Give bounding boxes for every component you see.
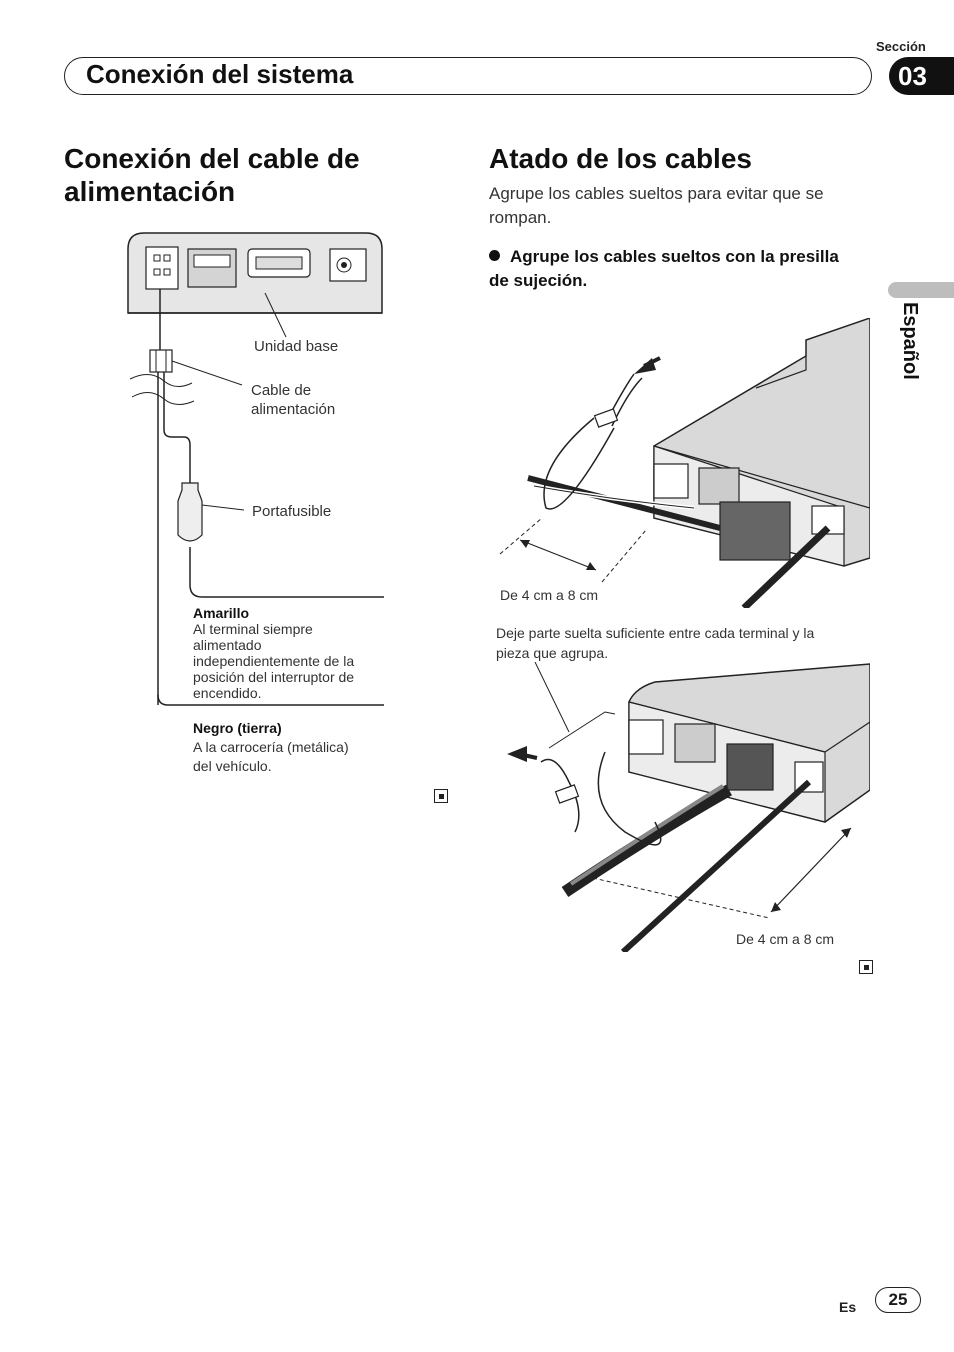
slack-note-line-1: Deje parte suelta suficiente entre cada … xyxy=(496,625,815,641)
bundling-instruction: Agrupe los cables sueltos con la presill… xyxy=(489,245,879,293)
yellow-desc-line-5: encendido. xyxy=(193,685,262,701)
end-of-section-mark xyxy=(434,789,448,803)
intro-line-2: rompan. xyxy=(489,208,552,227)
yellow-desc-line-1: Al terminal siempre xyxy=(193,621,313,637)
yellow-desc-line-4: posición del interruptor de xyxy=(193,669,355,685)
bundling-intro: Agrupe los cables sueltos para evitar qu… xyxy=(489,182,869,230)
distance-label-lower: De 4 cm a 8 cm xyxy=(736,931,835,947)
power-cable-diagram xyxy=(127,232,384,706)
power-cable-label-line2: alimentación xyxy=(251,401,336,418)
section-label: Sección xyxy=(876,39,926,54)
black-desc-line-1: A la carrocería (metálica) xyxy=(193,739,349,755)
instruction-line-1: Agrupe los cables sueltos con la presill… xyxy=(510,247,839,266)
language-code: Es xyxy=(839,1299,857,1315)
slack-note-line-2: pieza que agrupa. xyxy=(496,645,609,661)
cable-tie-illustration-2 xyxy=(507,662,870,952)
section-number-badge: 03 xyxy=(889,57,954,95)
cable-bundling-heading: Atado de los cables xyxy=(489,143,752,174)
instruction-line-2: de sujeción. xyxy=(489,271,588,290)
power-cable-heading: Conexión del cable de alimentación xyxy=(64,143,360,207)
bullet-icon xyxy=(489,250,500,261)
fuse-holder-label: Portafusible xyxy=(252,503,332,520)
base-unit-label: Unidad base xyxy=(254,338,339,355)
distance-label-upper: De 4 cm a 8 cm xyxy=(500,587,599,603)
black-wire-title: Negro (tierra) xyxy=(193,720,282,736)
language-label: Español xyxy=(899,302,921,380)
power-cable-label-line1: Cable de xyxy=(251,382,312,399)
chapter-title: Conexión del sistema xyxy=(86,59,354,89)
cable-tie-illustration-1 xyxy=(499,318,870,608)
header-bar xyxy=(64,57,872,95)
yellow-desc-line-3: independientemente de la xyxy=(193,653,355,669)
language-tab xyxy=(888,282,954,298)
end-of-section-mark-right xyxy=(859,960,873,974)
yellow-desc-line-2: alimentado xyxy=(193,637,262,653)
yellow-wire-title: Amarillo xyxy=(193,605,250,621)
page-number: 25 xyxy=(875,1287,921,1313)
intro-line-1: Agrupe los cables sueltos para evitar qu… xyxy=(489,184,824,203)
black-desc-line-2: del vehículo. xyxy=(193,758,272,774)
